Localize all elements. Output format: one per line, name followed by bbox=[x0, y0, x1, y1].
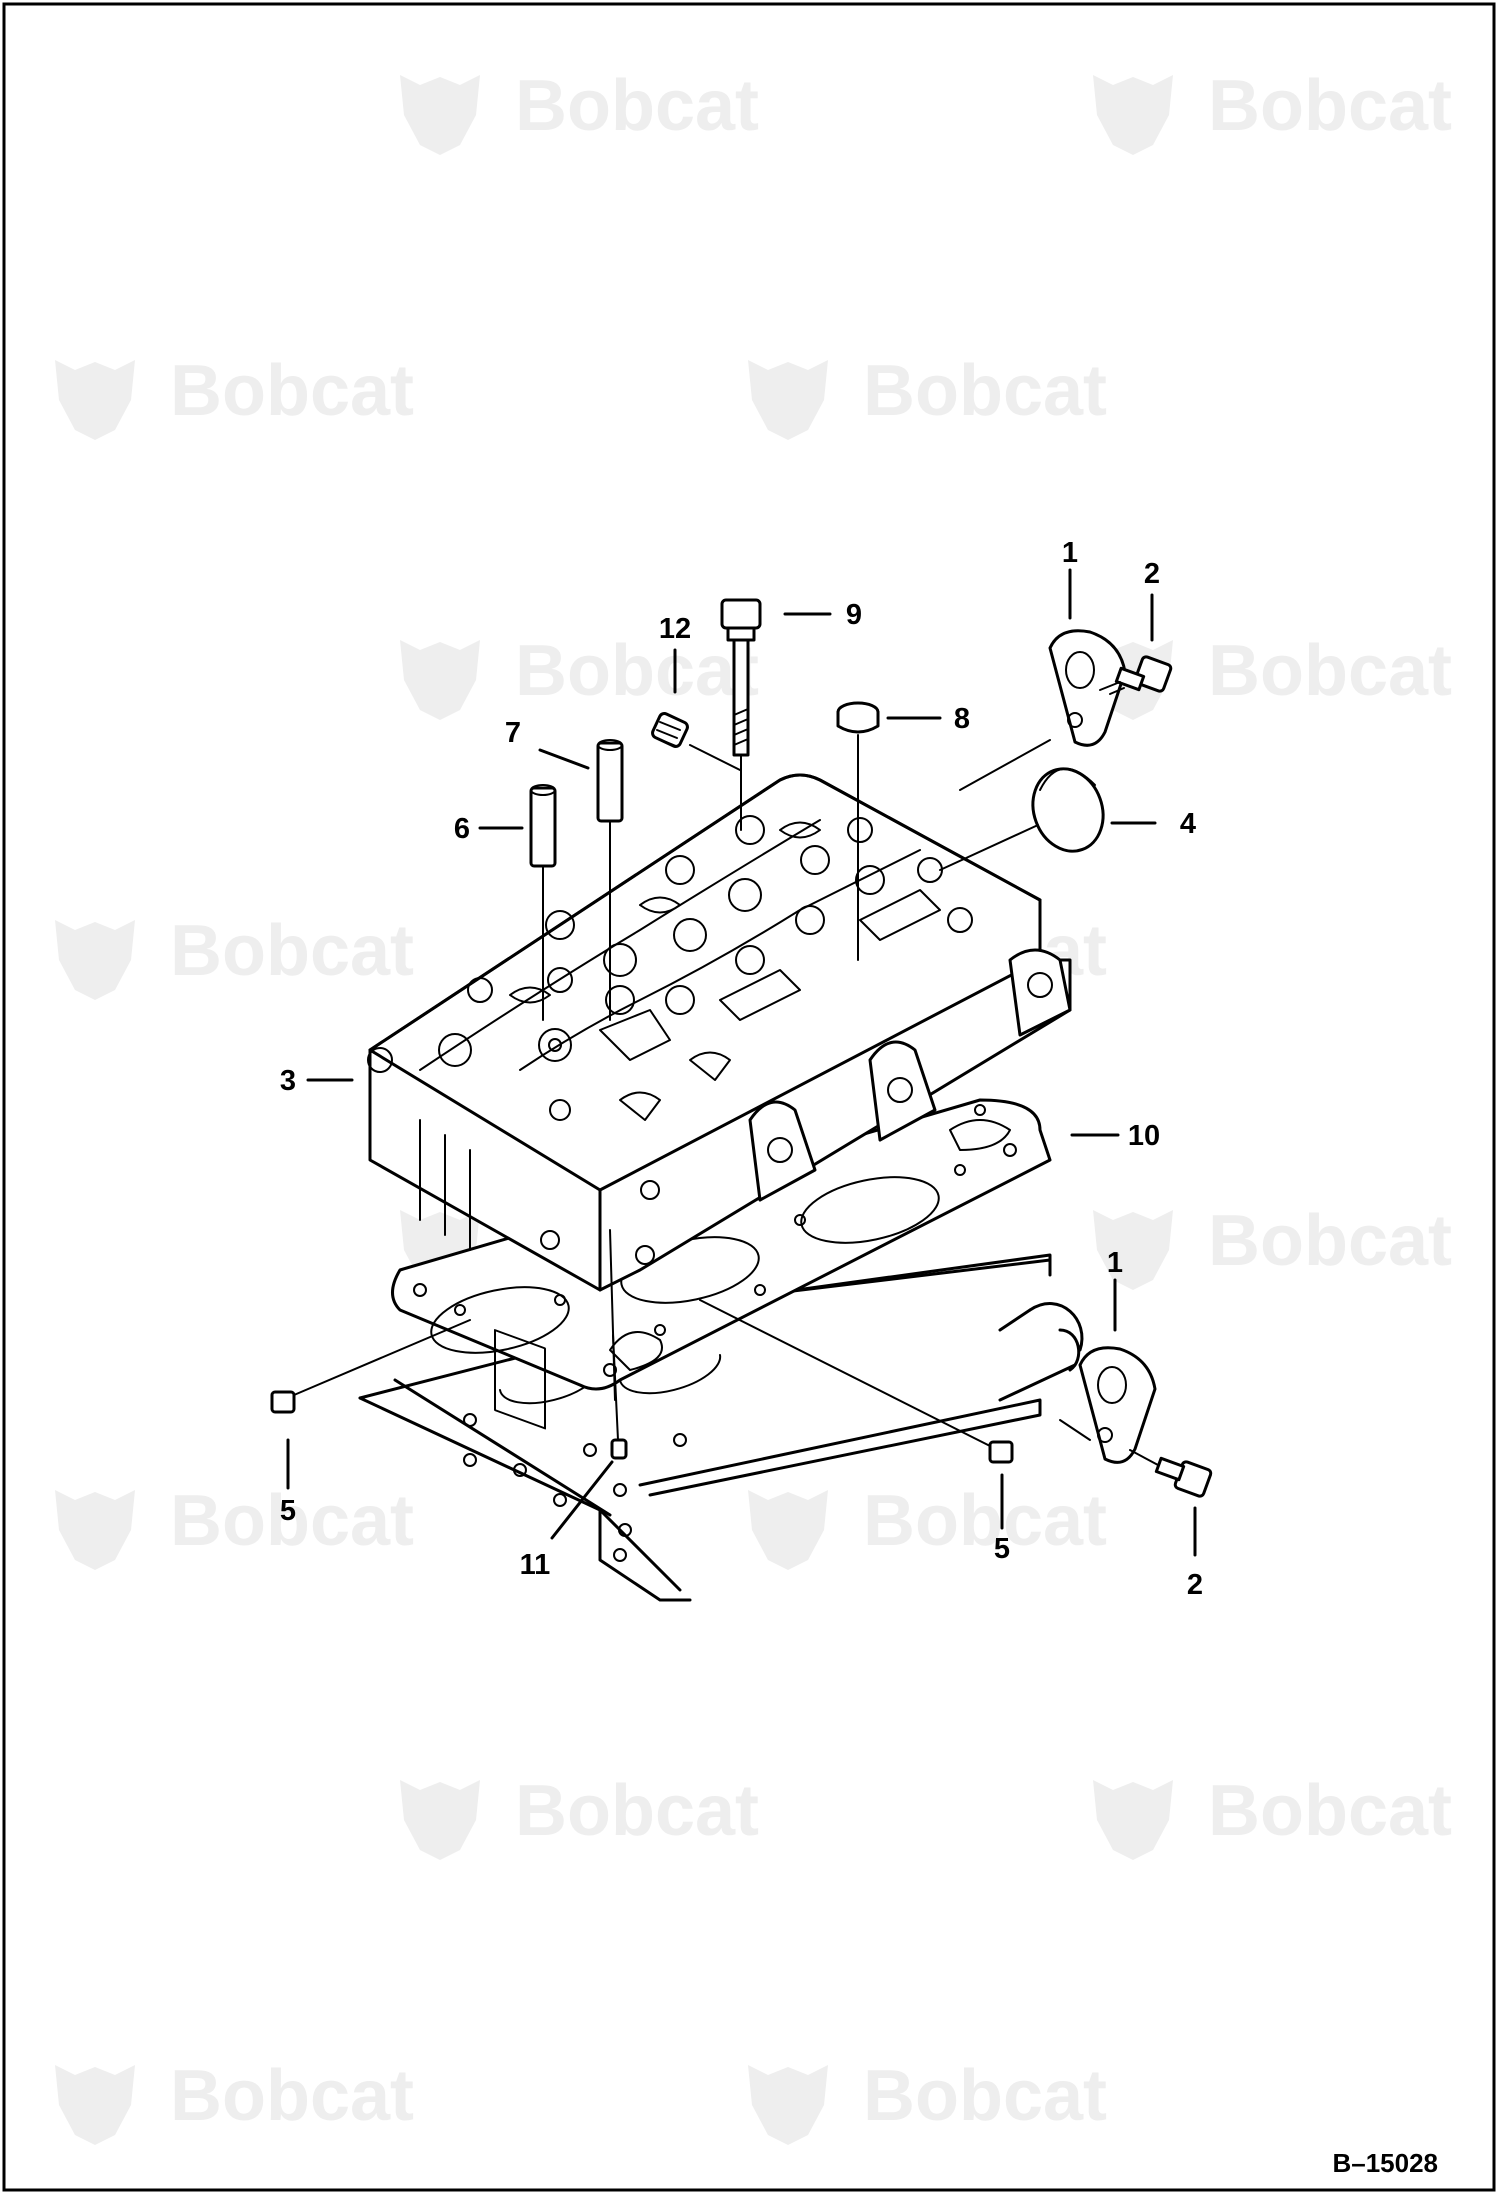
callout-1-top: 1 bbox=[1062, 537, 1078, 569]
watermark-brand: Bobcat bbox=[170, 351, 414, 431]
nut-left bbox=[270, 1319, 471, 1414]
callout-5-right: 5 bbox=[994, 1533, 1010, 1565]
bobcat-watermark: Bobcat bbox=[400, 631, 759, 720]
callout-8: 8 bbox=[954, 703, 970, 735]
leader-lines bbox=[286, 568, 1197, 1557]
bobcat-watermark: Bobcat bbox=[1093, 1201, 1452, 1290]
watermark-brand: Bobcat bbox=[1208, 631, 1452, 711]
bobcat-logo-icon bbox=[400, 75, 480, 155]
bobcat-watermark: Bobcat bbox=[55, 351, 414, 440]
watermark-brand: Bobcat bbox=[1208, 66, 1452, 146]
bobcat-logo-icon bbox=[1093, 1780, 1173, 1860]
lifting-bracket-bottom bbox=[1059, 1346, 1157, 1464]
cap bbox=[836, 701, 880, 961]
bobcat-watermark: Bobcat bbox=[748, 351, 1107, 440]
callout-6: 6 bbox=[454, 813, 470, 845]
watermark-brand: Bobcat bbox=[515, 1771, 759, 1851]
bobcat-watermark: Bobcat bbox=[748, 1481, 1107, 1570]
bobcat-watermark: Bobcat bbox=[748, 2056, 1107, 2145]
bracket-bolt-bottom bbox=[1129, 1449, 1213, 1498]
watermark-brand: Bobcat bbox=[170, 1481, 414, 1561]
callout-5-left: 5 bbox=[280, 1495, 296, 1527]
head-gasket bbox=[391, 1098, 1052, 1391]
bobcat-logo-icon bbox=[748, 360, 828, 440]
watermark-brand: Bobcat bbox=[170, 911, 414, 991]
bobcat-watermark: Bobcat bbox=[55, 911, 414, 1000]
valve-guide-6 bbox=[529, 784, 557, 1021]
bobcat-logo-icon bbox=[55, 360, 135, 440]
bobcat-logo-icon bbox=[55, 1490, 135, 1570]
watermark-brand: Bobcat bbox=[170, 2056, 414, 2136]
bobcat-logo-icon bbox=[55, 920, 135, 1000]
bobcat-watermark: Bobcat bbox=[55, 2056, 414, 2145]
bobcat-logo-icon bbox=[1093, 1210, 1173, 1290]
callout-3: 3 bbox=[280, 1065, 296, 1097]
watermark-brand: Bobcat bbox=[515, 66, 759, 146]
dowel-pin bbox=[610, 1334, 628, 1460]
callout-7: 7 bbox=[505, 717, 521, 749]
bobcat-watermark: Bobcat bbox=[1093, 1771, 1452, 1860]
watermark-brand: Bobcat bbox=[1208, 1201, 1452, 1281]
bobcat-watermark: Bobcat bbox=[55, 1481, 414, 1570]
bobcat-watermark: Bobcat bbox=[400, 66, 759, 155]
head-bolt bbox=[720, 598, 762, 831]
bracket-bolt-top bbox=[1099, 655, 1173, 695]
plug-small bbox=[651, 712, 741, 771]
watermark-brand: Bobcat bbox=[863, 1481, 1107, 1561]
bobcat-watermark: Bobcat bbox=[400, 1771, 759, 1860]
callout-9: 9 bbox=[846, 599, 862, 631]
nut-right bbox=[699, 1299, 1014, 1464]
callout-4: 4 bbox=[1180, 808, 1196, 840]
bobcat-logo-icon bbox=[1093, 75, 1173, 155]
bobcat-logo-icon bbox=[400, 640, 480, 720]
bobcat-logo-icon bbox=[55, 2065, 135, 2145]
callout-10: 10 bbox=[1128, 1120, 1160, 1152]
valve-guide-7 bbox=[596, 739, 624, 1401]
bobcat-logo-icon bbox=[748, 1490, 828, 1570]
callout-12: 12 bbox=[659, 613, 691, 645]
bobcat-logo-icon bbox=[748, 2065, 828, 2145]
callout-2-top: 2 bbox=[1144, 558, 1160, 590]
plug-disc bbox=[939, 767, 1105, 871]
watermark-brand: Bobcat bbox=[863, 2056, 1107, 2136]
lifting-bracket-top bbox=[959, 629, 1127, 791]
callout-11: 11 bbox=[520, 1549, 551, 1581]
watermark-brand: Bobcat bbox=[1208, 1771, 1452, 1851]
watermark-brand: Bobcat bbox=[515, 631, 759, 711]
callout-2-bottom: 2 bbox=[1187, 1569, 1203, 1601]
bobcat-logo-icon bbox=[400, 1780, 480, 1860]
bobcat-watermark: Bobcat bbox=[1093, 66, 1452, 155]
callout-1-bottom: 1 bbox=[1107, 1247, 1123, 1279]
figure-number: B–15028 bbox=[1332, 2148, 1438, 2178]
watermark-brand: Bobcat bbox=[863, 351, 1107, 431]
cylinder-head bbox=[367, 773, 1072, 1430]
